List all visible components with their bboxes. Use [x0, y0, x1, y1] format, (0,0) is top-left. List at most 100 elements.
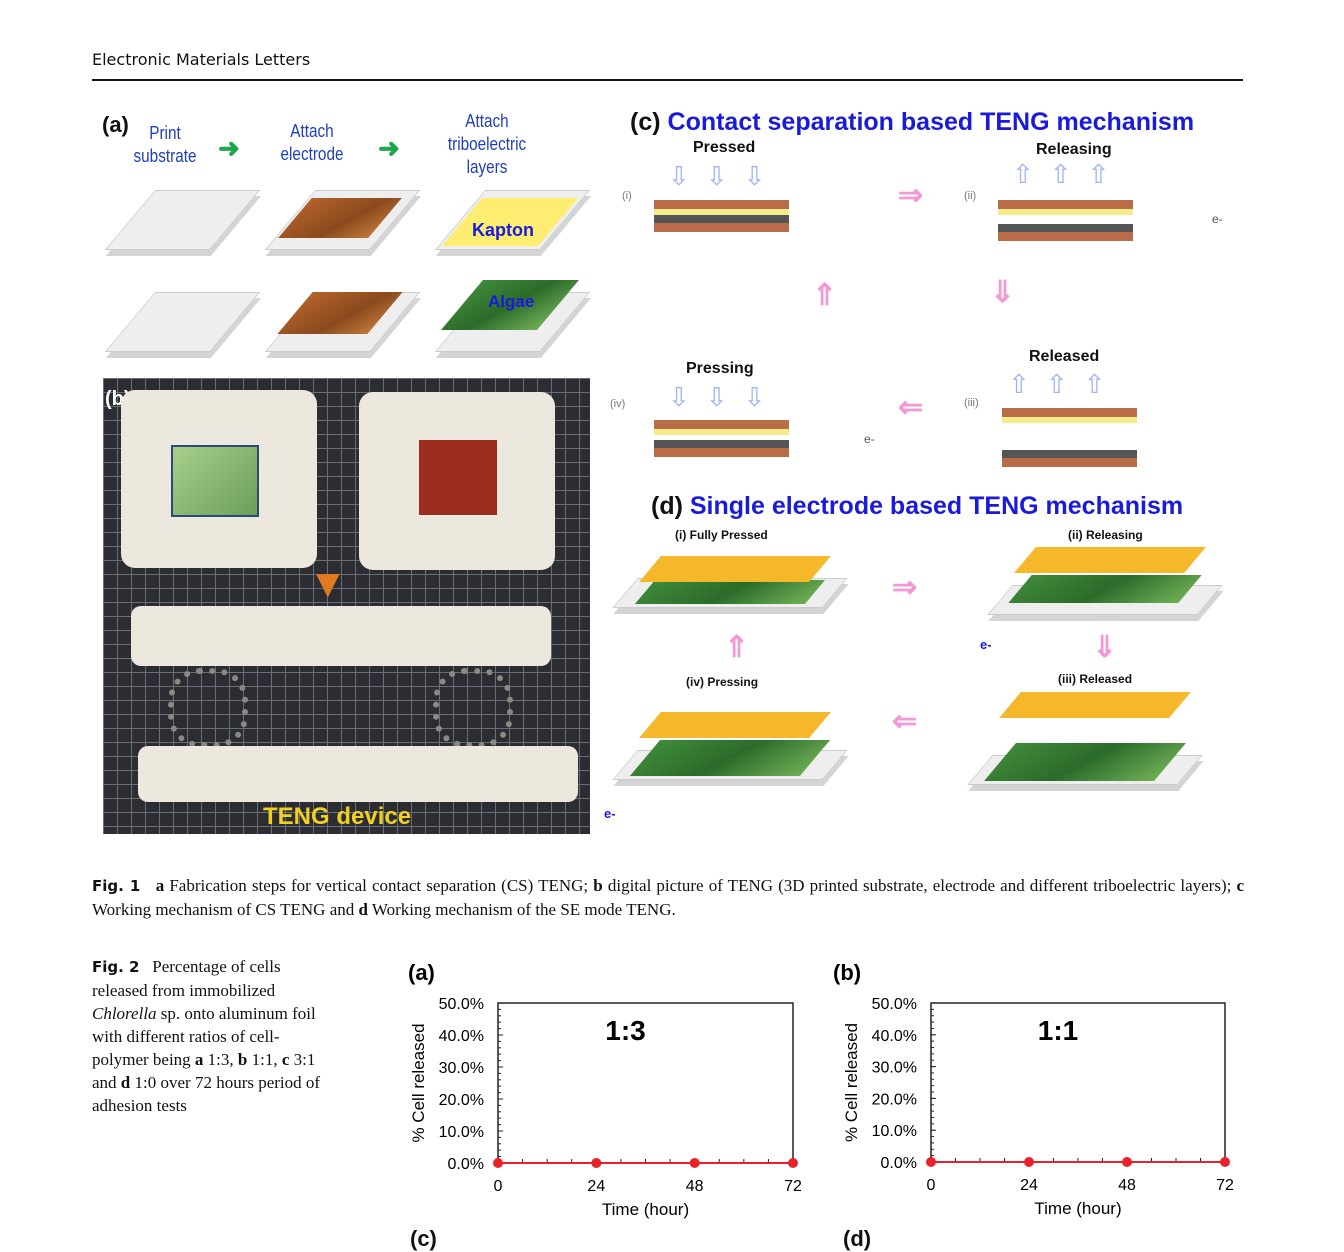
fig1-number: Fig. 1 [92, 877, 141, 895]
roman-i: (i) [622, 190, 632, 202]
roman-iv: (iv) [610, 398, 626, 410]
chart-panel-label: (b) [833, 960, 861, 985]
cap-b: b [237, 1050, 248, 1069]
panel-a-label: (a) [102, 112, 129, 137]
data-point [1122, 1157, 1132, 1167]
pink-arrow-right-icon: ⇒ [898, 179, 924, 212]
data-point [1024, 1157, 1034, 1167]
algae-label: Algae [488, 292, 535, 311]
cap-c: c [1236, 876, 1245, 895]
pink-arrow-up-icon: ⇑ [812, 279, 838, 312]
electron-label: e- [604, 806, 616, 821]
data-point [788, 1158, 798, 1168]
state-released: Released [1029, 348, 1100, 365]
electron-label: e- [864, 432, 875, 446]
panel-c-label: (c) [630, 108, 661, 136]
cap-species: Chlorella [92, 1004, 157, 1023]
x-tick-label: 48 [686, 1178, 704, 1195]
roman-ii: (ii) [964, 190, 977, 202]
cs-cell-released [1002, 408, 1137, 467]
substrate-holder [121, 390, 317, 568]
pink-arrow-up-icon: ⇑ [724, 631, 750, 664]
cap-a: a [194, 1050, 204, 1069]
fig2-caption: Fig. 2 Percentage of cells released from… [92, 955, 327, 1117]
panel-d-label: (d) [651, 492, 683, 520]
top-plate [131, 606, 551, 666]
data-point [493, 1158, 503, 1168]
cap-b: b [593, 876, 603, 895]
panel-c-title: (c) Contact separation based TENG mechan… [630, 108, 1194, 137]
y-tick-label: 0.0% [448, 1156, 484, 1173]
release-arrows-icon: ⇧⇧⇧ [1008, 370, 1122, 399]
pink-arrow-right-icon: ⇒ [892, 571, 918, 604]
cap-text: 3:1 and [92, 1050, 316, 1092]
panel-d-label: (d) [843, 1226, 872, 1251]
panel-d-title: (d) Single electrode based TENG mechanis… [651, 492, 1183, 521]
pink-arrow-down-icon: ⇓ [1092, 631, 1118, 664]
fig2-number: Fig. 2 [92, 958, 140, 976]
substrate-holder [359, 392, 555, 570]
cap-text: 1:3, [203, 1050, 238, 1069]
y-tick-label: 40.0% [439, 1028, 484, 1045]
pink-arrow-down-icon: ⇓ [990, 276, 1016, 309]
step-print: Print substrate [133, 123, 197, 166]
x-axis-label: Time (hour) [602, 1200, 689, 1219]
journal-header: Electronic Materials Letters [92, 50, 311, 69]
cap-text: Working mechanism of CS TENG and [92, 900, 359, 919]
step-triboelectric: Attach triboelectric layers [447, 111, 527, 177]
bottom-plate [138, 746, 578, 802]
cs-cell-releasing [998, 200, 1133, 241]
spring [168, 668, 248, 748]
data-point [926, 1157, 936, 1167]
y-tick-label: 40.0% [872, 1028, 917, 1045]
teng-photo: (b) ▼ TENG device [103, 378, 590, 834]
roman-iii: (iii) [964, 397, 979, 409]
cap-text: 1:1, [247, 1050, 282, 1069]
spring [433, 668, 513, 748]
green-arrow-icon: ➜ [218, 134, 240, 163]
press-arrows-icon: ⇩⇩⇩ [668, 162, 782, 191]
se-state-released: (iii) Released [1058, 672, 1133, 686]
x-tick-label: 24 [587, 1178, 605, 1195]
electron-label: e- [980, 637, 992, 652]
pink-arrow-left-icon: ⇐ [892, 705, 918, 738]
y-tick-label: 10.0% [439, 1124, 484, 1141]
chart-panel-label: (a) [408, 960, 435, 985]
fig1-caption: Fig. 1 a Fabrication steps for vertical … [92, 874, 1244, 921]
x-tick-label: 72 [1216, 1177, 1234, 1194]
pink-arrow-left-icon: ⇐ [898, 391, 924, 424]
y-tick-label: 50.0% [439, 996, 484, 1013]
state-releasing: Releasing [1036, 141, 1112, 158]
se-state-fully-pressed: (i) Fully Pressed [675, 528, 768, 542]
x-tick-label: 72 [784, 1178, 802, 1195]
data-point [1220, 1157, 1230, 1167]
y-tick-label: 10.0% [872, 1123, 917, 1140]
cap-d: d [358, 900, 368, 919]
cs-cell-pressing [654, 420, 789, 460]
chart-title: 1:3 [605, 1015, 645, 1046]
y-axis-label: % Cell released [409, 1023, 428, 1142]
cap-d: d [120, 1073, 131, 1092]
x-tick-label: 0 [927, 1177, 936, 1194]
cap-text: Working mechanism of the SE mode TENG. [367, 900, 676, 919]
x-tick-label: 0 [494, 1178, 503, 1195]
data-point [591, 1158, 602, 1168]
down-arrow-icon: ▼ [308, 561, 348, 606]
x-axis-label: Time (hour) [1034, 1199, 1121, 1218]
y-tick-label: 20.0% [872, 1091, 917, 1108]
kapton-label: Kapton [472, 220, 534, 240]
state-pressed: Pressed [693, 139, 756, 156]
y-tick-label: 30.0% [872, 1060, 917, 1077]
y-tick-label: 20.0% [439, 1092, 484, 1109]
y-tick-label: 50.0% [872, 996, 917, 1013]
x-tick-label: 48 [1118, 1177, 1136, 1194]
y-tick-label: 0.0% [881, 1155, 917, 1172]
teng-device-label: TENG device [263, 803, 412, 830]
header-rule [92, 79, 1243, 81]
cap-text: sp. onto aluminum foil with different ra… [92, 1004, 316, 1069]
cap-text: Fabrication steps for vertical contact s… [164, 876, 594, 895]
y-axis-label: % Cell released [842, 1023, 861, 1142]
data-point [689, 1158, 700, 1168]
green-arrow-icon: ➜ [378, 134, 400, 163]
